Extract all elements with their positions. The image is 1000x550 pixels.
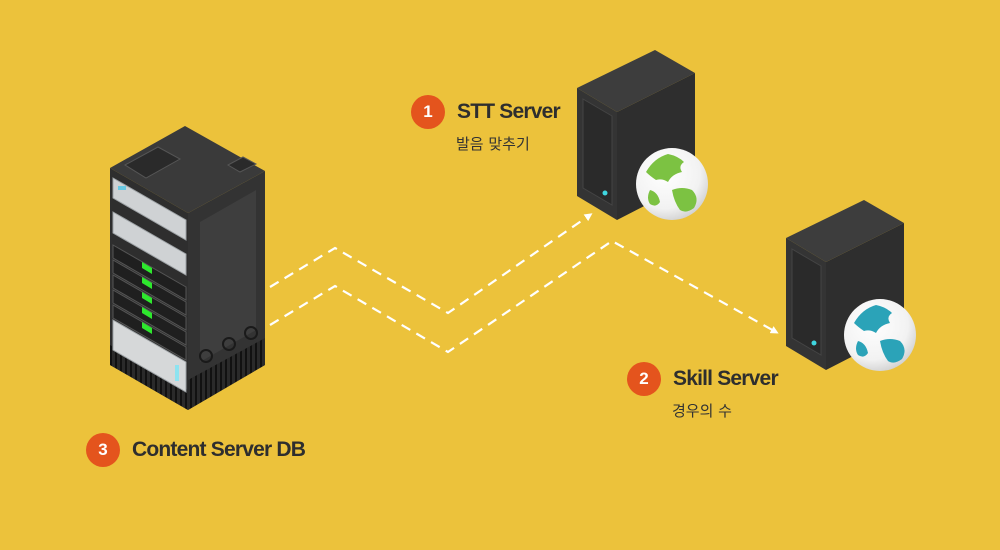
skill-server-label: 2 Skill Server [627, 362, 779, 396]
node-subtitle: 발음 맞추기 [456, 135, 530, 153]
step-badge: 2 [627, 362, 661, 396]
node-title: Skill Server [673, 367, 779, 390]
connection-content-to-skill [269, 239, 779, 354]
node-title: Content Server DB [132, 438, 306, 461]
step-badge: 3 [86, 433, 120, 467]
globe-icon [854, 305, 905, 363]
stt-server-icon [577, 50, 708, 220]
node-subtitle: 경우의 수 [672, 402, 732, 420]
node-title: STT Server [457, 100, 561, 123]
rack-server-icon [110, 126, 265, 410]
globe-icon [646, 154, 697, 212]
content-server-label: 3 Content Server DB [86, 433, 306, 467]
stt-server-label: 1 STT Server [411, 95, 561, 129]
skill-server-icon [786, 200, 916, 371]
connection-content-to-stt [269, 213, 593, 315]
step-badge: 1 [411, 95, 445, 129]
